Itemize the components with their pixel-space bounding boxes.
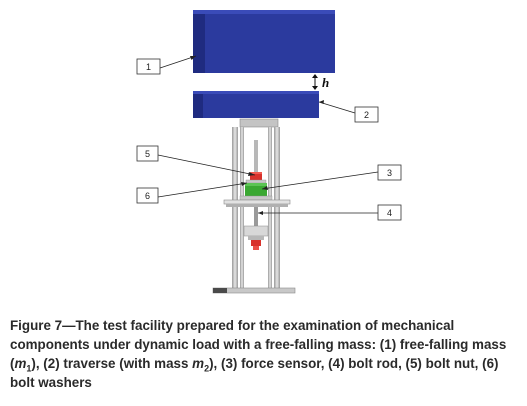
svg-text:5: 5 xyxy=(145,149,150,159)
callout-6: 6 xyxy=(136,187,159,204)
callout-arrowheads xyxy=(190,56,324,215)
bolt-washers xyxy=(245,179,267,184)
svg-text:1: 1 xyxy=(146,62,151,72)
drop-height-arrow xyxy=(312,74,318,90)
lower-bolt-nut xyxy=(251,240,261,250)
base-plate xyxy=(212,287,296,294)
callout-3: 3 xyxy=(377,164,402,181)
bolt-nut xyxy=(250,172,262,180)
force-sensor xyxy=(245,183,267,196)
svg-text:6: 6 xyxy=(145,191,150,201)
bolt-rod xyxy=(254,207,258,233)
figure-caption: Figure 7—The test facility prepared for … xyxy=(10,316,520,392)
free-falling-mass xyxy=(193,10,335,73)
figure-label: Figure 7 xyxy=(10,318,63,333)
mass-subscript-2: 2 xyxy=(204,363,210,374)
mass-subscript-1: 1 xyxy=(26,363,32,374)
callout-4: 4 xyxy=(377,204,402,221)
lower-clamp xyxy=(243,225,269,240)
caption-text-1: The test facility prepared for the exami… xyxy=(10,318,507,371)
test-facility-diagram: h xyxy=(136,10,402,294)
caption-dash: — xyxy=(62,318,76,333)
upper-plate xyxy=(239,118,279,128)
callout-1: 1 xyxy=(136,58,161,75)
traverse xyxy=(193,91,319,118)
upper-bolt-rod xyxy=(254,140,258,174)
callout-leaders xyxy=(157,55,379,214)
drop-height-label: h xyxy=(322,75,329,90)
mass-symbol-1: m xyxy=(14,356,27,371)
svg-text:3: 3 xyxy=(387,168,392,178)
mass-symbol-2: m xyxy=(192,356,205,371)
guide-rods xyxy=(232,127,280,289)
caption-text-2: ), (2) traverse (with mass xyxy=(31,356,193,371)
callout-5: 5 xyxy=(136,145,159,162)
caption-text-3: ), (3) force sensor, (4) bolt rod, (5) b… xyxy=(10,356,499,390)
sensor-plate xyxy=(239,195,273,201)
svg-text:4: 4 xyxy=(387,208,392,218)
callout-2: 2 xyxy=(354,106,379,123)
svg-text:2: 2 xyxy=(364,110,369,120)
middle-plate xyxy=(223,199,291,207)
